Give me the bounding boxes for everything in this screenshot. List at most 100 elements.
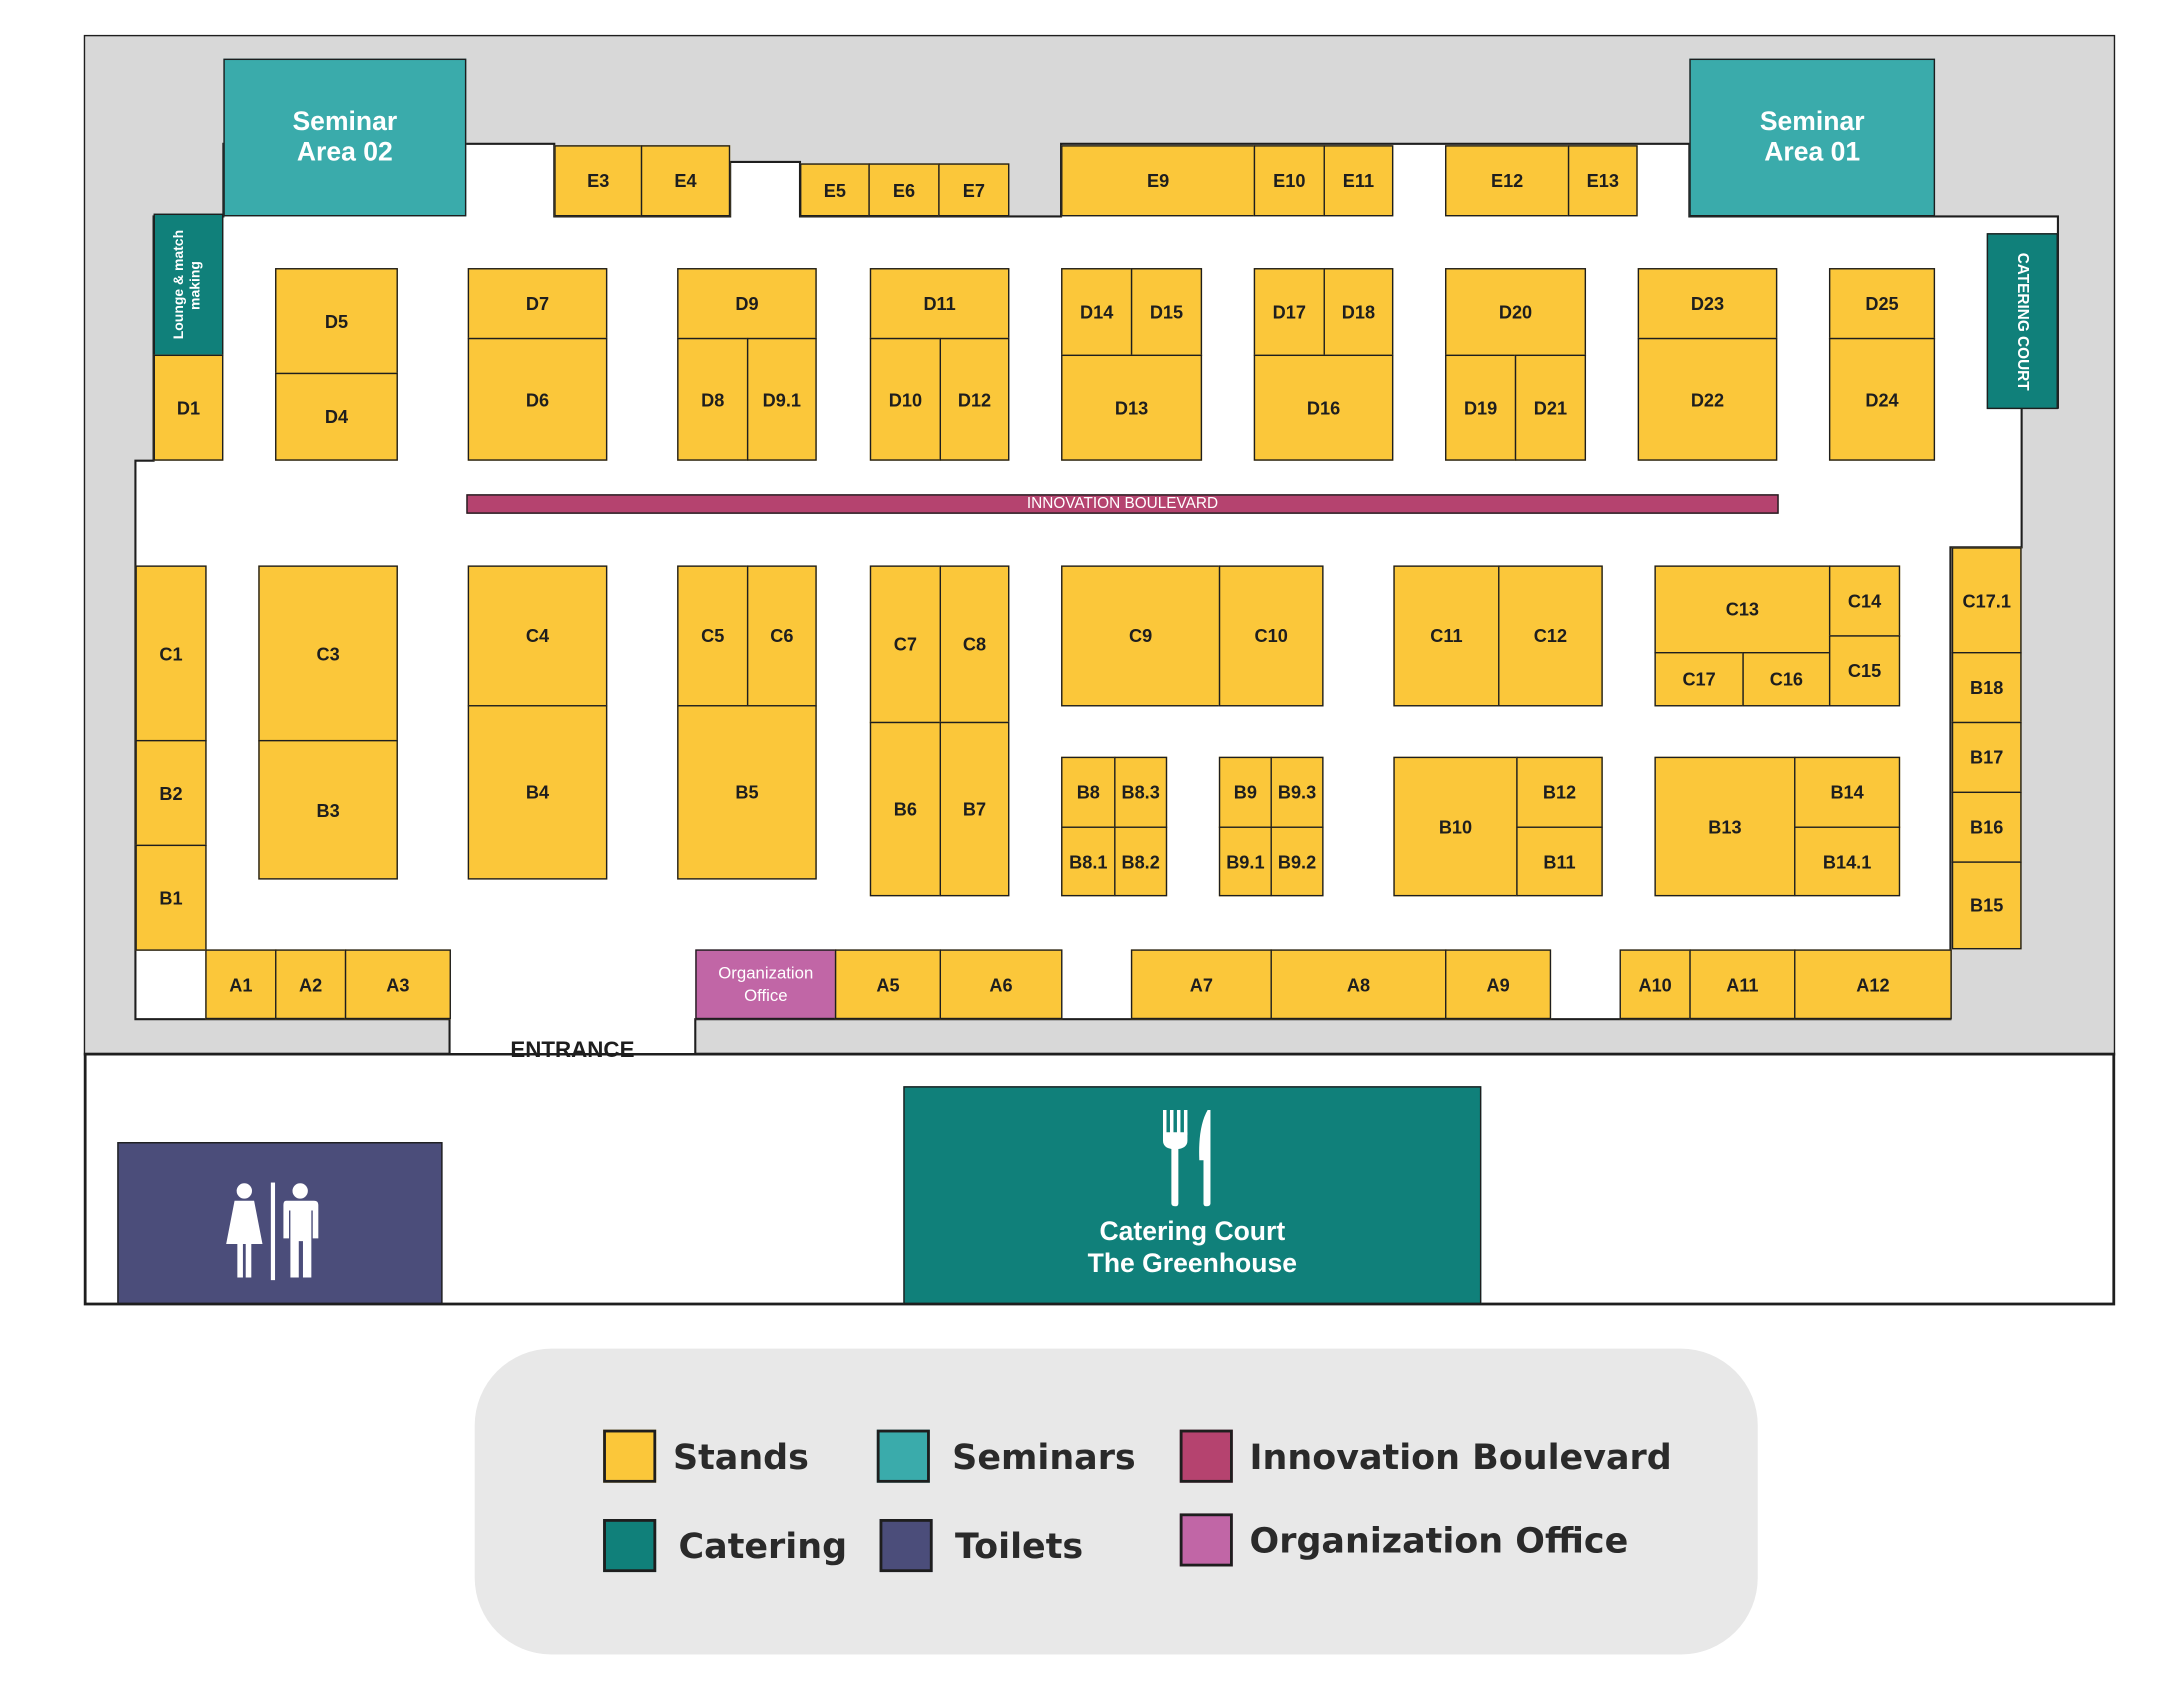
stand-c12[interactable]: C12 — [1498, 565, 1603, 707]
stand-d5[interactable]: D5 — [275, 268, 398, 375]
stand-b10[interactable]: B10 — [1393, 756, 1518, 897]
stand-c14[interactable]: C14 — [1828, 565, 1901, 637]
stand-d19[interactable]: D19 — [1445, 354, 1517, 461]
stand-d16[interactable]: D16 — [1253, 354, 1394, 461]
stand-b5[interactable]: B5 — [677, 705, 817, 880]
stand-d11[interactable]: D11 — [869, 268, 1010, 340]
stand-d12[interactable]: D12 — [939, 337, 1010, 461]
stand-b8[interactable]: B8 — [1061, 756, 1116, 828]
stand-c3[interactable]: C3 — [258, 565, 398, 742]
legend-item-organization: Organization Office — [1179, 1513, 1628, 1567]
stand-b18[interactable]: B18 — [1951, 652, 2022, 724]
stand-b8-1[interactable]: B8.1 — [1061, 826, 1116, 897]
stand-a11[interactable]: A11 — [1689, 949, 1796, 1020]
catering-court-greenhouse[interactable]: Catering Court The Greenhouse — [903, 1086, 1482, 1305]
stand-e10[interactable]: E10 — [1253, 145, 1325, 217]
stand-c7[interactable]: C7 — [869, 565, 942, 724]
stand-e7[interactable]: E7 — [938, 163, 1010, 217]
stand-d9-1[interactable]: D9.1 — [746, 337, 817, 461]
legend-swatch-organization — [1179, 1513, 1233, 1567]
stand-b14-1[interactable]: B14.1 — [1794, 826, 1901, 897]
stand-a1[interactable]: A1 — [205, 949, 277, 1020]
stand-c5[interactable]: C5 — [677, 565, 749, 707]
stand-d4[interactable]: D4 — [275, 372, 398, 461]
legend-swatch-seminars — [876, 1429, 930, 1483]
stand-b2[interactable]: B2 — [135, 739, 207, 847]
stand-c17-1[interactable]: C17.1 — [1951, 547, 2022, 654]
stand-b8-2[interactable]: B8.2 — [1114, 826, 1168, 897]
stand-b8-3[interactable]: B8.3 — [1114, 756, 1168, 828]
stand-d24[interactable]: D24 — [1828, 337, 1936, 461]
stand-b14[interactable]: B14 — [1794, 756, 1901, 828]
stand-b13[interactable]: B13 — [1654, 756, 1796, 897]
stand-a5[interactable]: A5 — [834, 949, 942, 1020]
stand-a6[interactable]: A6 — [939, 949, 1063, 1020]
stand-a9[interactable]: A9 — [1445, 949, 1552, 1020]
stand-b3[interactable]: B3 — [258, 739, 398, 880]
stand-c1[interactable]: C1 — [135, 565, 207, 742]
stand-b1[interactable]: B1 — [135, 844, 207, 951]
stand-b4[interactable]: B4 — [467, 705, 608, 880]
stand-e3[interactable]: E3 — [554, 145, 643, 217]
stand-c8[interactable]: C8 — [939, 565, 1010, 724]
legend-swatch-toilets — [879, 1519, 933, 1573]
innovation-boulevard[interactable]: INNOVATION BOULEVARD — [466, 494, 1779, 514]
stand-e13[interactable]: E13 — [1567, 145, 1638, 217]
lounge-match-making[interactable]: Lounge & match making — [153, 213, 224, 357]
seminar-area-01[interactable]: Seminar Area 01 — [1689, 58, 1936, 217]
stand-a3[interactable]: A3 — [344, 949, 451, 1020]
stand-c15[interactable]: C15 — [1828, 635, 1901, 707]
stand-a7[interactable]: A7 — [1130, 949, 1272, 1020]
stand-c16[interactable]: C16 — [1742, 652, 1831, 707]
stand-d9[interactable]: D9 — [677, 268, 817, 340]
stand-d21[interactable]: D21 — [1514, 354, 1587, 461]
stand-d18[interactable]: D18 — [1323, 268, 1394, 357]
stand-d6[interactable]: D6 — [467, 337, 608, 461]
stand-b11[interactable]: B11 — [1516, 826, 1603, 897]
stand-e6[interactable]: E6 — [868, 163, 940, 217]
stand-e12[interactable]: E12 — [1445, 145, 1570, 217]
stand-b17[interactable]: B17 — [1951, 721, 2022, 794]
stand-d7[interactable]: D7 — [467, 268, 608, 340]
stand-b9-3[interactable]: B9.3 — [1270, 756, 1324, 828]
stand-a12[interactable]: A12 — [1794, 949, 1952, 1020]
stand-d25[interactable]: D25 — [1828, 268, 1936, 340]
toilets-area[interactable] — [117, 1142, 443, 1305]
stand-c13[interactable]: C13 — [1654, 565, 1831, 654]
stand-d20[interactable]: D20 — [1445, 268, 1587, 357]
stand-a10[interactable]: A10 — [1619, 949, 1691, 1020]
stand-e4[interactable]: E4 — [640, 145, 731, 217]
stand-d1[interactable]: D1 — [153, 354, 224, 461]
stand-c17[interactable]: C17 — [1654, 652, 1744, 707]
stand-e5[interactable]: E5 — [799, 163, 870, 217]
organization-office[interactable]: Organization Office — [695, 949, 837, 1020]
stand-a2[interactable]: A2 — [275, 949, 347, 1020]
stand-d10[interactable]: D10 — [869, 337, 942, 461]
stand-b9-2[interactable]: B9.2 — [1270, 826, 1324, 897]
stand-d23[interactable]: D23 — [1637, 268, 1778, 340]
seminar-area-02[interactable]: Seminar Area 02 — [223, 58, 467, 217]
stand-c4[interactable]: C4 — [467, 565, 608, 707]
stand-d17[interactable]: D17 — [1253, 268, 1325, 357]
stand-c9[interactable]: C9 — [1061, 565, 1221, 707]
stand-a8[interactable]: A8 — [1270, 949, 1447, 1020]
stand-b16[interactable]: B16 — [1951, 791, 2022, 863]
stand-b9-1[interactable]: B9.1 — [1218, 826, 1272, 897]
stand-b7[interactable]: B7 — [939, 721, 1010, 897]
stand-d14[interactable]: D14 — [1061, 268, 1133, 357]
stand-b6[interactable]: B6 — [869, 721, 942, 897]
stand-b15[interactable]: B15 — [1951, 861, 2022, 950]
stand-c6[interactable]: C6 — [746, 565, 817, 707]
stand-d13[interactable]: D13 — [1061, 354, 1203, 461]
stand-c11[interactable]: C11 — [1393, 565, 1500, 707]
stand-e9[interactable]: E9 — [1061, 145, 1256, 217]
stand-d22[interactable]: D22 — [1637, 337, 1778, 461]
stand-d8[interactable]: D8 — [677, 337, 749, 461]
stand-e11[interactable]: E11 — [1323, 145, 1394, 217]
stand-c10[interactable]: C10 — [1218, 565, 1324, 707]
stand-b9[interactable]: B9 — [1218, 756, 1272, 828]
catering-court-side[interactable]: CATERING COURT — [1986, 233, 2058, 410]
stand-b12[interactable]: B12 — [1516, 756, 1603, 828]
stand-d15[interactable]: D15 — [1130, 268, 1203, 357]
